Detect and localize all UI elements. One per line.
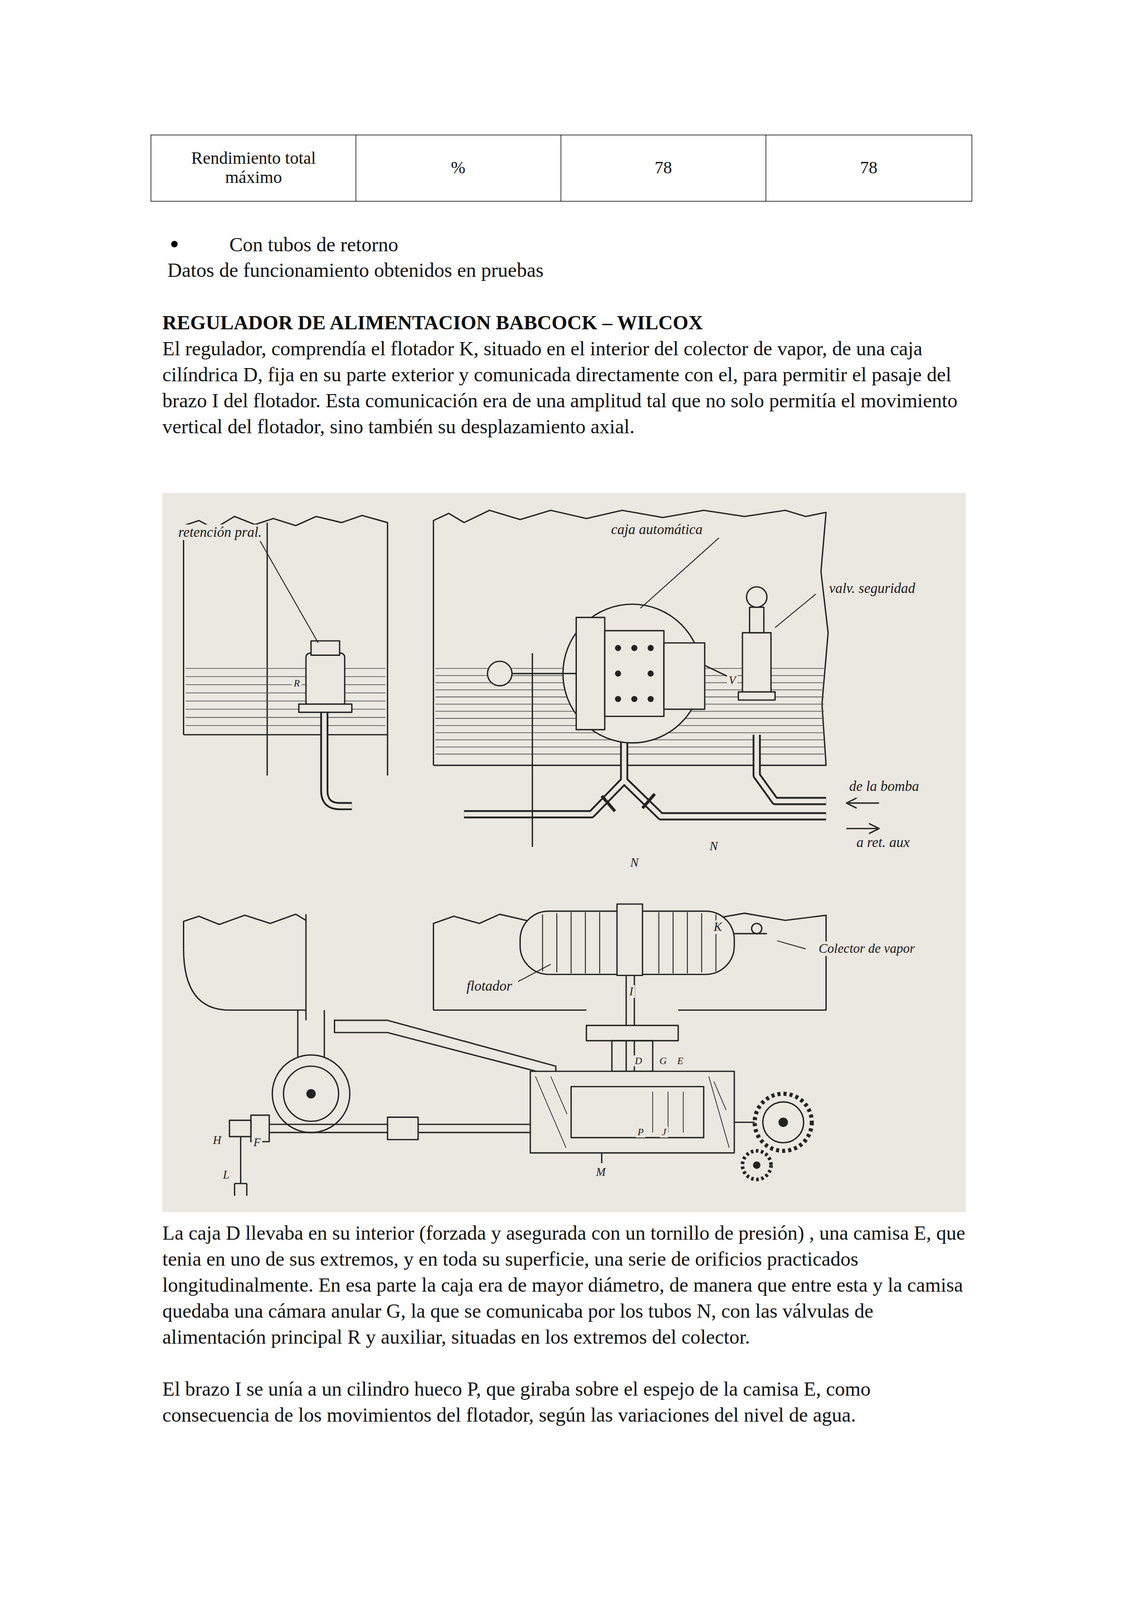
table-cell: 78 [770, 158, 968, 178]
flow-label: a ret. aux [854, 834, 912, 851]
part-letter: E [675, 1055, 685, 1067]
body-paragraph: El brazo I se unía a un cilindro hueco P… [162, 1375, 969, 1428]
leader-label: caja automática [609, 521, 705, 538]
part-letter: H [211, 1133, 224, 1147]
part-letter: V [726, 674, 738, 687]
part-letter: P [635, 1126, 646, 1138]
part-letter: M [594, 1165, 608, 1179]
part-letter: J [659, 1126, 669, 1138]
bullet-item: Con tubos de retorno [229, 231, 944, 258]
part-letter: D [632, 1055, 644, 1067]
part-letter: R [291, 677, 302, 689]
flow-label: de la bomba [847, 778, 921, 794]
leader-label: retención pral. [176, 524, 264, 540]
leader-label: Colector de vapor [816, 941, 917, 956]
body-paragraph: La caja D llevaba en su interior (forzad… [162, 1219, 969, 1350]
table-cell: % [360, 158, 556, 178]
part-letter: N [707, 839, 720, 854]
boiler-illustration [162, 492, 966, 1213]
leader-label: valv. seguridad [827, 580, 918, 597]
part-letter: G [657, 1055, 669, 1067]
table-cell: Rendimiento total máximo [176, 148, 332, 187]
part-letter: L [221, 1168, 232, 1182]
part-letter: N [628, 856, 641, 870]
leader-label: flotador [464, 978, 514, 994]
note-line: Datos de funcionamiento obtenidos en pru… [167, 257, 963, 284]
table-cell: 78 [565, 158, 762, 178]
section-heading: REGULADOR DE ALIMENTACION BABCOCK – WILC… [162, 311, 703, 336]
part-letter: F [251, 1136, 263, 1149]
part-letter: K [711, 920, 724, 934]
bullet [171, 240, 178, 248]
table-grid [150, 134, 972, 202]
body-paragraph: El regulador, comprendía el flotador K, … [162, 335, 969, 440]
part-letter: I [627, 985, 635, 998]
